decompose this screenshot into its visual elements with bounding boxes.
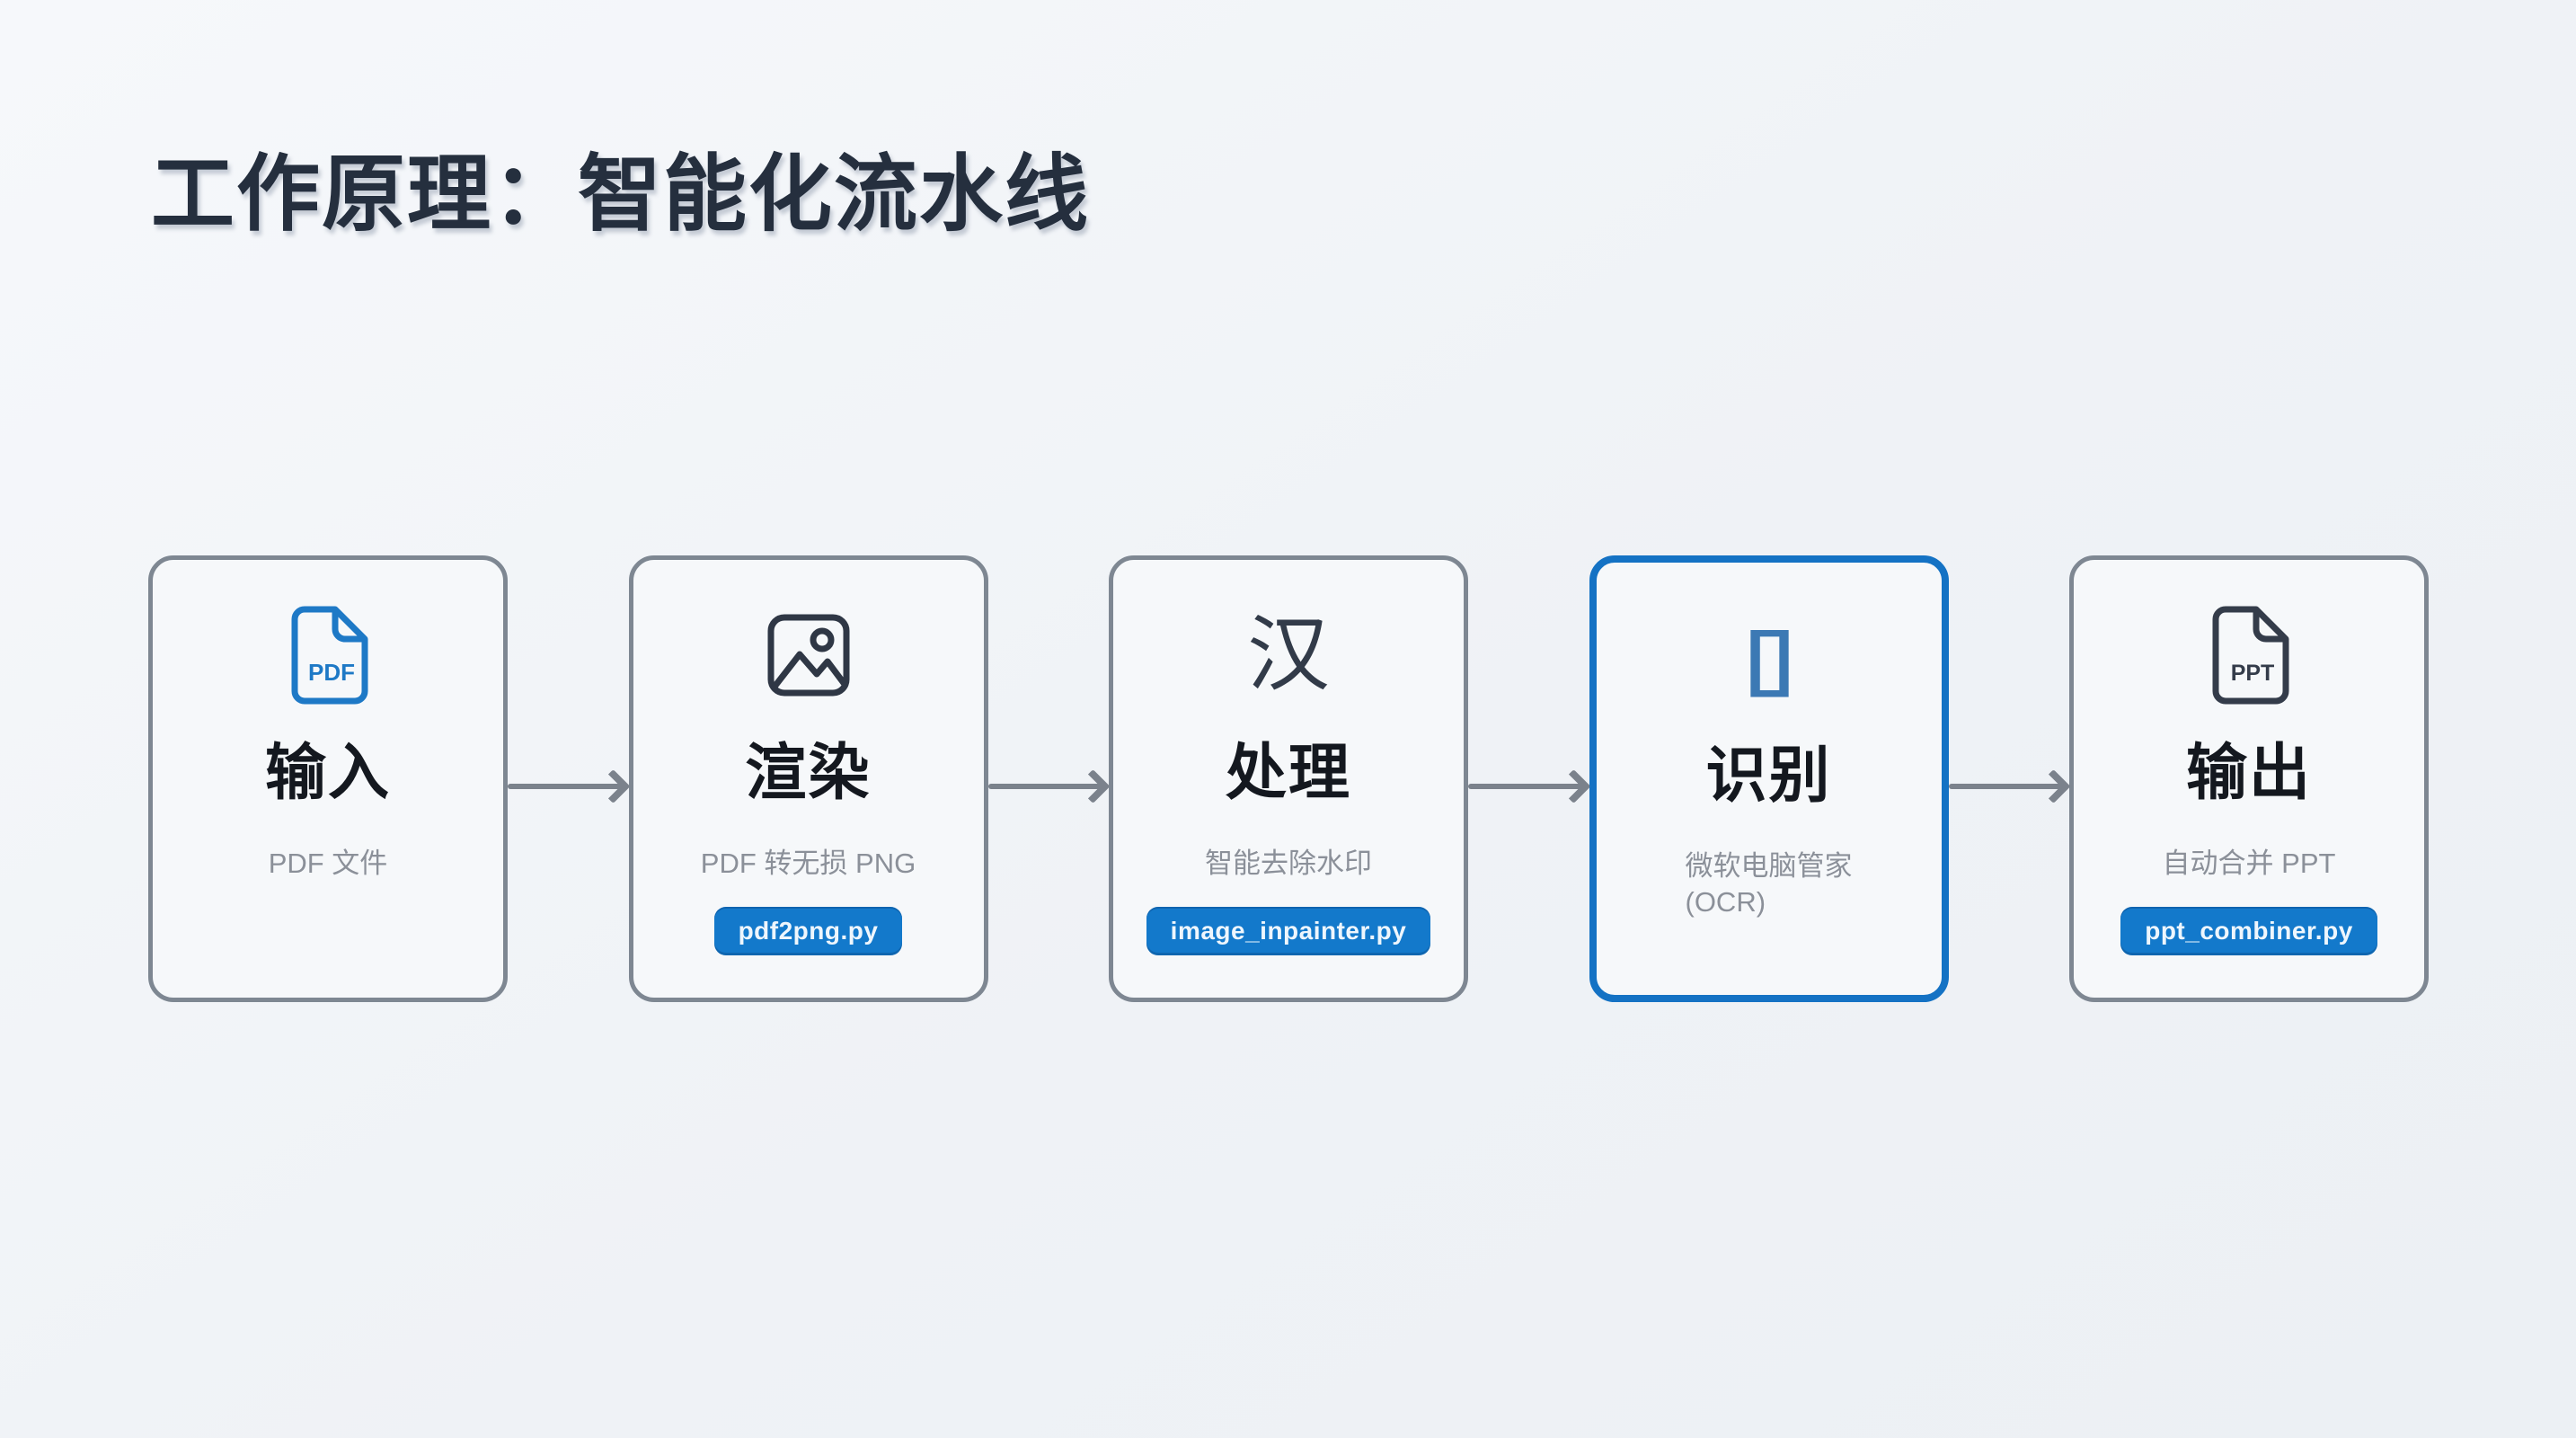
input-icon-slot: PDF	[287, 605, 369, 706]
ppt-file-icon: PPT	[2212, 606, 2289, 705]
step-subtitle: PDF 文件	[268, 848, 388, 880]
recognize-icon-slot: []	[1746, 608, 1793, 708]
arrow-line	[1468, 783, 1584, 789]
step-subtitle-line1: 微软电脑管家	[1685, 850, 1853, 883]
script-badge: ppt_combiner.py	[2120, 906, 2377, 955]
render-icon-slot	[766, 605, 851, 706]
step-card-recognize: [] 识别 微软电脑管家 (OCR)	[1589, 555, 1949, 1002]
step-title: 输出	[2185, 739, 2312, 807]
step-title: 输入	[264, 739, 391, 807]
step-subtitle: 自动合并 PPT	[2162, 848, 2336, 880]
step-title: 渲染	[745, 739, 872, 807]
step-card-output: PPT 输出 自动合并 PPT ppt_combiner.py	[2069, 555, 2429, 1002]
svg-text:PDF: PDF	[308, 659, 355, 686]
script-badge: pdf2png.py	[713, 906, 903, 955]
ocr-brackets-icon: []	[1746, 617, 1793, 697]
step-card-input: PDF 输入 PDF 文件	[148, 555, 508, 1002]
arrow-line	[1948, 783, 2064, 789]
page-title: 工作原理：智能化流水线	[151, 147, 1090, 241]
output-icon-slot: PPT	[2208, 605, 2290, 706]
pdf-file-icon: PDF	[291, 606, 368, 705]
step-subtitle: 微软电脑管家 (OCR)	[1686, 848, 1853, 919]
flow-arrow-4	[1948, 758, 2071, 815]
arrow-head-icon	[1555, 768, 1591, 803]
flow-arrow-1	[508, 758, 631, 815]
step-subtitle-line2: (OCR)	[1685, 885, 1766, 918]
svg-text:PPT: PPT	[2231, 661, 2275, 686]
flow-arrow-2	[987, 758, 1111, 815]
step-subtitle: PDF 转无损 PNG	[700, 848, 916, 880]
flow-arrow-3	[1468, 758, 1591, 815]
step-title: 处理	[1225, 739, 1351, 807]
step-subtitle: 智能去除水印	[1205, 848, 1372, 880]
step-card-render: 渲染 PDF 转无损 PNG pdf2png.py	[628, 555, 988, 1002]
arrow-head-icon	[2036, 768, 2071, 803]
image-icon	[767, 614, 849, 697]
process-icon-slot: 汉	[1247, 605, 1330, 706]
arrow-line	[508, 783, 624, 789]
arrow-head-icon	[1076, 768, 1111, 803]
arrow-head-icon	[595, 768, 631, 803]
arrow-line	[987, 783, 1103, 789]
step-title: 识别	[1705, 741, 1832, 810]
script-badge: image_inpainter.py	[1146, 906, 1431, 955]
chinese-character-icon: 汉	[1246, 609, 1330, 701]
pipeline-diagram: PDF 输入 PDF 文件 渲染 PDF 转无损 PNG pdf2png.py	[148, 555, 2429, 1002]
step-card-process: 汉 处理 智能去除水印 image_inpainter.py	[1109, 555, 1468, 1002]
